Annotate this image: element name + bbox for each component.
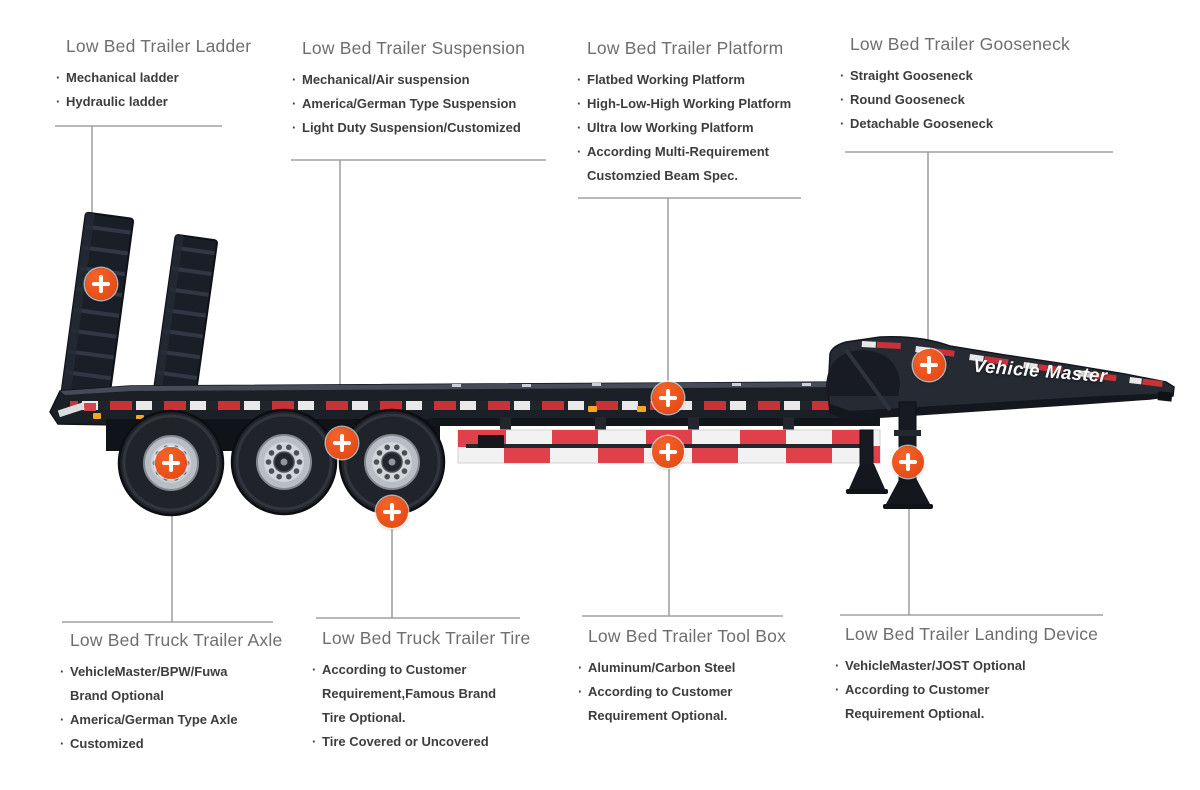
callout-title-toolbox: Low Bed Trailer Tool Box xyxy=(588,626,787,646)
callout-title-gooseneck: Low Bed Trailer Gooseneck xyxy=(850,34,1070,54)
plus-icon xyxy=(906,453,910,471)
callout-item: ·According to Customer xyxy=(312,662,467,677)
callout-item: Requirement,Famous Brand xyxy=(322,686,497,701)
callout-item: Brand Optional xyxy=(70,688,164,703)
callout-item: ·America/German Type Axle xyxy=(60,712,238,727)
plus-icon xyxy=(99,275,103,293)
callout-title-platform: Low Bed Trailer Platform xyxy=(587,38,784,58)
callout-item: Requirement Optional. xyxy=(845,706,985,721)
callout-item: ·High-Low-High Working Platform xyxy=(577,96,792,111)
callout-item: Requirement Optional. xyxy=(588,708,728,723)
callout-item: ·Hydraulic ladder xyxy=(56,94,168,109)
plus-marker-tire[interactable] xyxy=(376,496,408,528)
callout-axle: Low Bed Truck Trailer Axle ·VehicleMaste… xyxy=(60,630,282,756)
plus-icon xyxy=(169,454,173,472)
callout-suspension: Low Bed Trailer Suspension ·Mechanical/A… xyxy=(292,38,525,140)
callout-item: Tire Optional. xyxy=(322,710,406,725)
plus-icon xyxy=(340,434,344,452)
plus-icon xyxy=(666,443,670,461)
callout-title-landing: Low Bed Trailer Landing Device xyxy=(845,624,1099,644)
callout-item: ·VehicleMaster/JOST Optional xyxy=(835,658,1026,673)
callout-toolbox: Low Bed Trailer Tool Box ·Aluminum/Carbo… xyxy=(578,626,786,728)
callout-title-axle: Low Bed Truck Trailer Axle xyxy=(70,630,283,650)
callout-title-tire: Low Bed Truck Trailer Tire xyxy=(322,628,531,648)
callout-ladder: Low Bed Trailer Ladder ·Mechanical ladde… xyxy=(56,36,251,114)
callout-item: ·Flatbed Working Platform xyxy=(577,72,745,87)
callout-item: ·VehicleMaster/BPW/Fuwa xyxy=(60,664,228,679)
plus-marker-suspension[interactable] xyxy=(326,427,358,459)
callout-title-suspension: Low Bed Trailer Suspension xyxy=(302,38,526,58)
plus-marker-axle[interactable] xyxy=(155,447,187,479)
callout-item: ·Light Duty Suspension/Customized xyxy=(292,120,521,135)
callout-item: ·Round Gooseneck xyxy=(840,92,965,107)
plus-marker-toolbox[interactable] xyxy=(652,436,684,468)
callout-item: ·America/German Type Suspension xyxy=(292,96,517,111)
callout-item: ·Straight Gooseneck xyxy=(840,68,973,83)
callout-landing: Low Bed Trailer Landing Device ·VehicleM… xyxy=(835,624,1098,726)
plus-icon xyxy=(927,356,931,374)
callout-item: ·Tire Covered or Uncovered xyxy=(312,734,489,749)
callout-item: Customzied Beam Spec. xyxy=(587,168,738,183)
callout-item: ·According to Customer xyxy=(578,684,733,699)
callout-title-ladder: Low Bed Trailer Ladder xyxy=(66,36,252,56)
callout-item: ·Aluminum/Carbon Steel xyxy=(578,660,736,675)
callout-item: ·Detachable Gooseneck xyxy=(840,116,994,131)
callout-item: ·Customized xyxy=(60,736,144,751)
callout-gooseneck: Low Bed Trailer Gooseneck ·Straight Goos… xyxy=(840,34,1070,136)
plus-icon xyxy=(666,389,670,407)
plus-marker-landing[interactable] xyxy=(892,446,924,478)
callout-platform: Low Bed Trailer Platform ·Flatbed Workin… xyxy=(577,38,791,188)
callout-item: ·Ultra low Working Platform xyxy=(577,120,754,135)
plus-marker-ladder[interactable] xyxy=(85,268,117,300)
callout-item: ·According to Customer xyxy=(835,682,990,697)
plus-icon xyxy=(390,503,394,521)
plus-marker-gooseneck[interactable] xyxy=(913,349,945,381)
callout-item: ·According Multi-Requirement xyxy=(577,144,770,159)
plus-marker-platform[interactable] xyxy=(652,382,684,414)
callout-item: ·Mechanical ladder xyxy=(56,70,179,85)
ramp-left-icon xyxy=(60,211,135,402)
callout-tire: Low Bed Truck Trailer Tire ·According to… xyxy=(312,628,530,754)
callout-item: ·Mechanical/Air suspension xyxy=(292,72,470,87)
ramp-right-icon xyxy=(152,234,218,402)
callout-lines xyxy=(55,125,1113,623)
chassis-rail xyxy=(430,418,880,426)
